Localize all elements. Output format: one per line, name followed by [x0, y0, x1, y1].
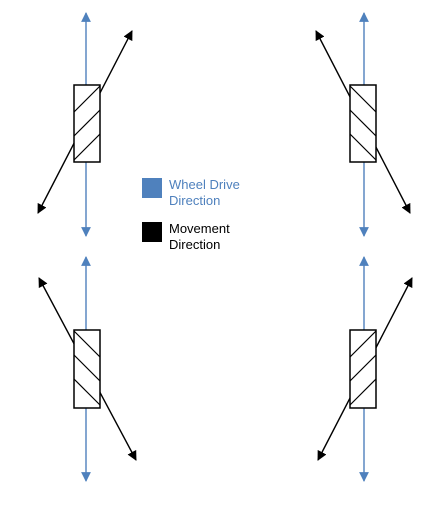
- legend-label-movement: Movement Direction: [169, 221, 230, 252]
- wheel-roller-hatching: [349, 330, 377, 406]
- wheel-bottom-right: [317, 256, 413, 482]
- legend-label-wheel-drive: Wheel Drive Direction: [169, 177, 240, 208]
- wheel-body: [349, 329, 377, 409]
- wheel-bottom-left: [38, 256, 137, 482]
- wheel-body: [73, 329, 101, 409]
- wheel-top-right: [315, 12, 411, 237]
- wheel-roller-hatching: [73, 85, 101, 161]
- legend-item-movement: Movement Direction: [142, 221, 254, 253]
- legend-item-wheel-drive: Wheel Drive Direction: [142, 177, 254, 209]
- wheel-top-left: [37, 12, 133, 237]
- wheel-roller-hatching: [73, 330, 101, 406]
- legend-swatch: [142, 178, 162, 198]
- wheel-roller-hatching: [349, 85, 377, 161]
- legend-swatch: [142, 222, 162, 242]
